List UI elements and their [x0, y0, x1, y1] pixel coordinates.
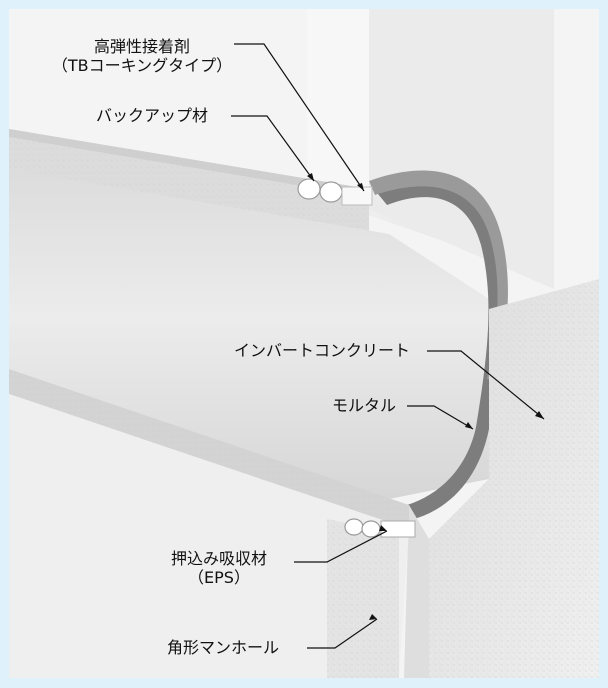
- leader-mortar: [407, 405, 474, 430]
- pipe-interior: [9, 169, 489, 499]
- backup-rod-2: [319, 181, 343, 203]
- leader-arrowheads: [307, 173, 544, 620]
- label-adhesive-line1: 高弾性接着剤: [93, 37, 190, 56]
- leader-absorber: [294, 530, 388, 563]
- label-mortar: モルタル: [332, 396, 397, 415]
- eps-absorber: [380, 520, 416, 538]
- leader-backup: [231, 115, 315, 182]
- eps-rod-1: [344, 518, 364, 536]
- diagram-canvas: 高弾性接着剤 （TBコーキングタイプ） バックアップ材 インバートコンクリート …: [9, 9, 599, 678]
- label-absorber-line1: 押込み吸収材: [170, 549, 267, 568]
- backup-rod-1: [297, 178, 321, 200]
- manhole-pipe-connection-illustration: [9, 9, 599, 678]
- label-manhole: 角形マンホール: [167, 638, 280, 657]
- label-absorber: 押込み吸収材 （EPS）: [139, 549, 299, 587]
- adhesive-joint: [341, 186, 373, 206]
- leader-lines: [231, 43, 545, 649]
- leader-manhole: [307, 618, 378, 649]
- leader-adhesive: [234, 43, 365, 192]
- leader-invert: [427, 350, 545, 420]
- label-backup: バックアップ材: [96, 106, 209, 125]
- label-adhesive-line2: （TBコーキングタイプ）: [51, 56, 233, 75]
- eps-rod-2: [361, 520, 381, 538]
- label-absorber-line2: （EPS）: [188, 568, 250, 587]
- label-adhesive: 高弾性接着剤 （TBコーキングタイプ）: [37, 37, 247, 75]
- label-invert: インバートコンクリート: [234, 341, 411, 360]
